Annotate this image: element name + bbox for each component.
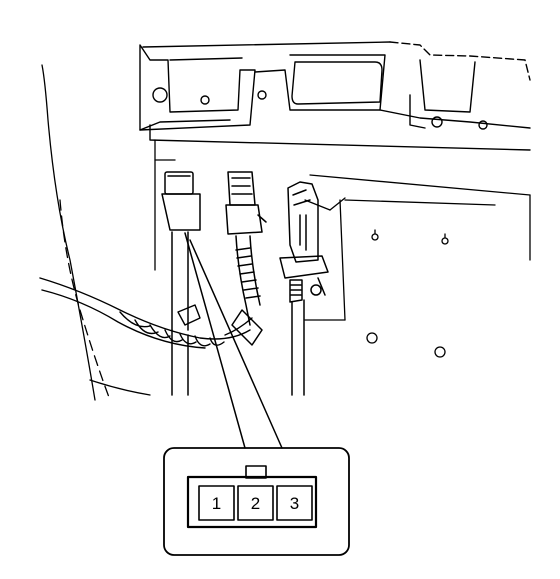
pin-label-1: 1 <box>212 494 221 513</box>
pin-cell-1 <box>198 485 235 521</box>
connector-left <box>161 171 201 396</box>
connector-right <box>279 181 329 396</box>
pin-cell-3 <box>276 485 313 521</box>
connector-middle <box>225 171 267 346</box>
upper-bracket <box>139 41 531 151</box>
side-trim <box>41 64 151 401</box>
callout-leader <box>184 232 283 449</box>
mounting-panel <box>154 139 531 358</box>
pin-cell-2 <box>237 485 274 521</box>
wire-harness <box>39 277 253 349</box>
pinout-callout-box <box>163 447 350 556</box>
pin-label-3: 3 <box>290 494 299 513</box>
pin-label-2: 2 <box>251 494 260 513</box>
